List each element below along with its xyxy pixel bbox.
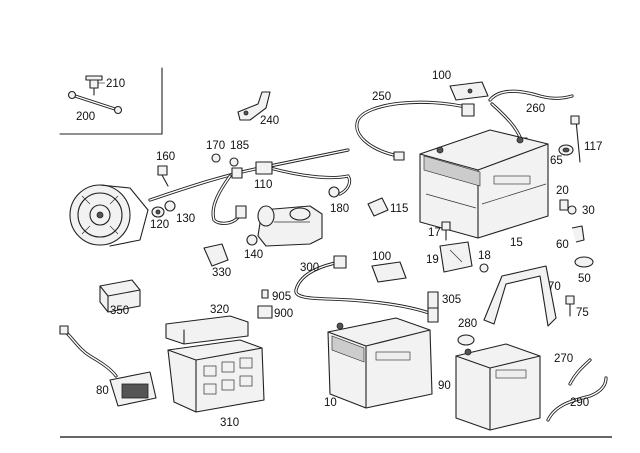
callout-17: 17 — [428, 227, 441, 239]
starter-motor[interactable] — [257, 205, 323, 247]
callout-10: 10 — [324, 397, 337, 409]
callout-185: 185 — [230, 140, 249, 152]
part-300-battery-cable[interactable] — [294, 255, 439, 323]
part-280-cap[interactable] — [457, 334, 475, 346]
callout-210: 210 — [106, 78, 125, 90]
callout-240: 240 — [260, 115, 279, 127]
part-20-clip[interactable] — [559, 199, 569, 211]
callout-117: 117 — [584, 141, 602, 153]
part-65-grommet[interactable] — [558, 144, 574, 156]
callout-18: 18 — [478, 250, 491, 262]
part-70-hold-down-bracket[interactable] — [483, 265, 557, 327]
callout-140: 140 — [244, 249, 263, 261]
callout-305: 305 — [442, 294, 461, 306]
callout-115: 115 — [390, 203, 408, 215]
part-130-nut[interactable] — [164, 200, 176, 212]
callout-20: 20 — [556, 185, 569, 197]
part-305-fuse[interactable] — [427, 291, 439, 309]
part-75-bolt[interactable] — [565, 295, 575, 317]
part-19-mounting-bracket[interactable] — [439, 241, 473, 273]
callout-900: 900 — [274, 308, 293, 320]
part-100-terminal-cover-mid[interactable] — [371, 261, 407, 283]
part-290-vent-hose[interactable] — [546, 376, 608, 422]
callout-310: 310 — [220, 417, 239, 429]
part-240-bracket[interactable] — [237, 91, 271, 121]
part-15-battery-large[interactable] — [419, 129, 549, 239]
callout-15: 15 — [510, 237, 523, 249]
part-185-washer[interactable] — [229, 157, 239, 167]
part-30-nut[interactable] — [567, 205, 577, 215]
callout-905: 905 — [272, 291, 291, 303]
part-140-nut[interactable] — [246, 234, 258, 246]
callout-200: 200 — [76, 111, 95, 123]
callout-160: 160 — [156, 151, 175, 163]
callout-60: 60 — [556, 239, 569, 251]
part-330-clip[interactable] — [203, 243, 229, 267]
part-100-terminal-cover-top[interactable] — [449, 81, 489, 101]
callout-30: 30 — [582, 205, 595, 217]
part-170-screw[interactable] — [211, 153, 221, 163]
callout-250: 250 — [372, 91, 391, 103]
part-110-wiring-harness[interactable] — [148, 148, 352, 225]
part-18-nut[interactable] — [479, 263, 489, 273]
callout-270: 270 — [554, 353, 573, 365]
part-80-control-module[interactable] — [59, 325, 157, 407]
callout-90: 90 — [438, 380, 451, 392]
part-200-ground-strap[interactable] — [67, 90, 123, 115]
callout-280: 280 — [458, 318, 477, 330]
part-900-connector[interactable] — [257, 305, 273, 319]
callout-180: 180 — [330, 203, 349, 215]
part-10-battery[interactable] — [327, 317, 433, 409]
part-210-bolt[interactable] — [85, 75, 105, 96]
callout-300: 300 — [300, 262, 319, 274]
callout-100-top: 100 — [432, 70, 451, 82]
part-50-cap[interactable] — [574, 256, 594, 268]
callout-19: 19 — [426, 254, 439, 266]
part-350-relay-box[interactable] — [99, 279, 141, 313]
callout-130: 130 — [176, 213, 195, 225]
callout-320: 320 — [210, 304, 229, 316]
callout-170: 170 — [206, 140, 225, 152]
part-270-hose[interactable] — [568, 358, 592, 386]
part-120-washer[interactable] — [151, 206, 165, 218]
part-905-terminal[interactable] — [261, 289, 269, 299]
callout-100-mid: 100 — [372, 251, 391, 263]
part-320-fuse-box-cover[interactable] — [165, 315, 249, 345]
callout-labels: 210 200 240 250 100 260 117 65 160 170 1… — [76, 70, 602, 429]
part-60-hose[interactable] — [571, 225, 585, 243]
callout-110: 110 — [254, 179, 272, 191]
part-310-fuse-box[interactable] — [167, 339, 265, 413]
part-115-bracket[interactable] — [367, 197, 389, 217]
part-180-washer[interactable] — [328, 186, 340, 198]
callout-75: 75 — [576, 307, 589, 319]
callout-330: 330 — [212, 267, 231, 279]
callout-50: 50 — [578, 273, 591, 285]
inset-frame — [59, 67, 163, 135]
callout-70: 70 — [548, 281, 561, 293]
part-17-bolt[interactable] — [441, 221, 451, 241]
alternator[interactable] — [69, 184, 149, 247]
callout-290: 290 — [570, 397, 589, 409]
callout-350: 350 — [110, 305, 129, 317]
callout-260: 260 — [526, 103, 545, 115]
part-90-battery-auxiliary[interactable] — [455, 343, 541, 431]
callout-120: 120 — [150, 219, 169, 231]
callout-80: 80 — [96, 385, 109, 397]
part-160-bolt[interactable] — [157, 165, 169, 187]
part-250-battery-cable[interactable] — [355, 100, 475, 161]
callout-65: 65 — [550, 155, 563, 167]
part-117-rod[interactable] — [570, 115, 581, 163]
